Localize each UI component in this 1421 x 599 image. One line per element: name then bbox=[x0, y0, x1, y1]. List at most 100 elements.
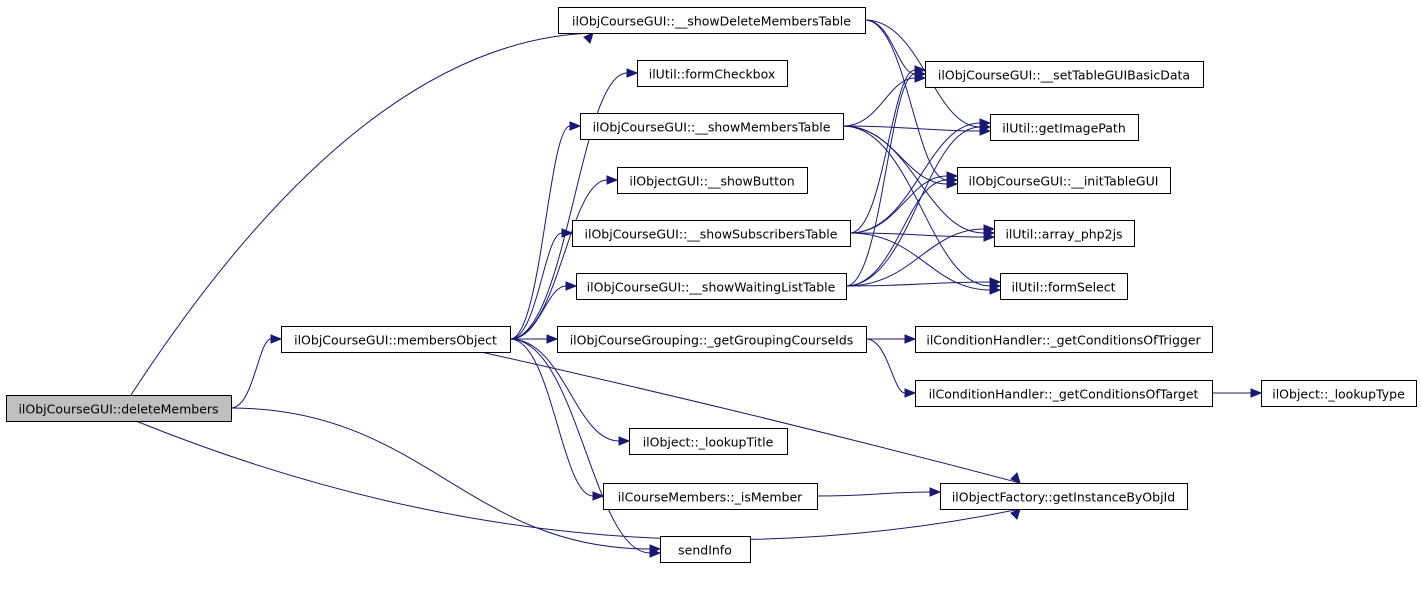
edge-members-object-to-get-instance-by-obj-id bbox=[480, 351, 1021, 484]
arrowhead-icon bbox=[569, 121, 582, 131]
edge-line bbox=[230, 407, 651, 550]
edge-show-subscribers-table-to-array-php2js bbox=[849, 232, 996, 242]
node-label: ilObjCourseGUI::__initTableGUI bbox=[969, 174, 1159, 189]
edge-members-object-to-show-subscribers-table bbox=[509, 228, 574, 340]
node-show-delete-members-table[interactable]: ilObjCourseGUI::__showDeleteMembersTable bbox=[558, 7, 866, 34]
edge-line bbox=[816, 491, 931, 497]
edge-line bbox=[849, 69, 916, 234]
node-label: ilObjectFactory::getInstanceByObjId bbox=[952, 490, 1175, 505]
edge-line bbox=[130, 32, 594, 396]
arrowhead-icon bbox=[565, 281, 578, 291]
edge-delete-members-to-get-instance-by-obj-id bbox=[135, 420, 1021, 541]
node-label: ilUtil::getImagePath bbox=[1002, 121, 1126, 136]
edge-line bbox=[849, 232, 985, 238]
node-show-members-table[interactable]: ilObjCourseGUI::__showMembersTable bbox=[580, 113, 844, 140]
edge-show-waiting-list-table-to-set-table-guibasic-data bbox=[845, 69, 927, 287]
node-label: ilObjectGUI::__showButton bbox=[629, 174, 794, 189]
arrowhead-icon bbox=[989, 285, 1002, 295]
node-get-conditions-of-target[interactable]: ilConditionHandler::_getConditionsOfTarg… bbox=[915, 380, 1213, 407]
edge-line bbox=[480, 351, 1021, 484]
node-label: ilUtil::formCheckbox bbox=[649, 67, 776, 82]
node-init-table-gui[interactable]: ilObjCourseGUI::__initTableGUI bbox=[957, 167, 1171, 194]
edge-line bbox=[509, 72, 628, 340]
edge-line bbox=[849, 175, 948, 234]
edge-get-grouping-course-ids-to-get-conditions-of-trigger bbox=[866, 334, 917, 344]
arrowhead-icon bbox=[270, 334, 283, 344]
edge-line bbox=[845, 179, 948, 287]
node-is-member[interactable]: ilCourseMembers::_isMember bbox=[603, 483, 818, 510]
node-delete-members[interactable]: ilObjCourseGUI::deleteMembers bbox=[6, 395, 232, 422]
arrowhead-icon bbox=[1250, 388, 1263, 398]
node-box bbox=[1000, 273, 1128, 300]
edge-line bbox=[842, 125, 981, 132]
node-box bbox=[660, 536, 751, 563]
arrowhead-icon bbox=[904, 334, 917, 344]
arrowhead-icon bbox=[592, 491, 605, 501]
node-label: ilObjCourseGUI::__showWaitingListTable bbox=[587, 280, 836, 295]
arrowhead-icon bbox=[561, 228, 574, 238]
arrowhead-icon bbox=[946, 175, 959, 185]
node-box bbox=[557, 326, 867, 353]
node-get-instance-by-obj-id[interactable]: ilObjectFactory::getInstanceByObjId bbox=[940, 483, 1188, 510]
arrowhead-icon bbox=[929, 487, 942, 497]
node-label: sendInfo bbox=[678, 543, 732, 558]
edge-line bbox=[864, 19, 948, 181]
edge-show-waiting-list-table-to-init-table-gui bbox=[845, 175, 959, 287]
node-set-table-guibasic-data[interactable]: ilObjCourseGUI::__setTableGUIBasicData bbox=[925, 61, 1204, 88]
edge-line bbox=[865, 338, 906, 394]
edges-layer bbox=[130, 19, 1263, 558]
node-box bbox=[558, 7, 866, 34]
node-lookup-type[interactable]: ilObject::_lookupType bbox=[1261, 380, 1417, 407]
node-box bbox=[6, 395, 232, 422]
node-show-waiting-list-table[interactable]: ilObjCourseGUI::__showWaitingListTable bbox=[576, 273, 847, 300]
node-box bbox=[957, 167, 1171, 194]
node-label: ilObjCourseGUI::deleteMembers bbox=[18, 402, 218, 417]
edge-delete-members-to-members-object bbox=[230, 334, 283, 409]
arrowhead-icon bbox=[649, 548, 662, 558]
node-members-object[interactable]: ilObjCourseGUI::membersObject bbox=[281, 326, 511, 353]
node-box bbox=[572, 220, 851, 247]
node-send-info[interactable]: sendInfo bbox=[660, 536, 751, 563]
edge-line bbox=[509, 338, 651, 554]
edge-line bbox=[509, 125, 571, 340]
edge-show-members-table-to-set-table-guibasic-data bbox=[842, 73, 927, 127]
node-box bbox=[603, 483, 818, 510]
edge-show-waiting-list-table-to-form-select bbox=[845, 277, 1002, 287]
arrowhead-icon bbox=[989, 277, 1002, 287]
node-box bbox=[994, 220, 1135, 247]
edge-delete-members-to-show-delete-members-table bbox=[130, 32, 594, 396]
node-label: ilObjCourseGUI::membersObject bbox=[294, 333, 497, 348]
node-lookup-title[interactable]: ilObject::_lookupTitle bbox=[629, 428, 788, 455]
edge-line bbox=[509, 338, 594, 497]
node-form-checkbox[interactable]: ilUtil::formCheckbox bbox=[637, 60, 788, 87]
node-get-conditions-of-trigger[interactable]: ilConditionHandler::_getConditionsOfTrig… bbox=[915, 326, 1213, 353]
node-get-grouping-course-ids[interactable]: ilObjCourseGrouping::_getGroupingCourseI… bbox=[557, 326, 867, 353]
edge-line bbox=[842, 125, 991, 287]
node-form-select[interactable]: ilUtil::formSelect bbox=[1000, 273, 1128, 300]
node-label: ilUtil::formSelect bbox=[1011, 280, 1115, 295]
arrowhead-icon bbox=[979, 122, 992, 132]
edge-members-object-to-show-waiting-list-table bbox=[509, 281, 578, 340]
arrowhead-icon bbox=[606, 175, 619, 185]
node-box bbox=[925, 61, 1204, 88]
node-array-php2js[interactable]: ilUtil::array_php2js bbox=[994, 220, 1135, 247]
edge-show-subscribers-table-to-form-select bbox=[849, 232, 1002, 295]
arrowhead-icon bbox=[626, 68, 639, 78]
node-show-button[interactable]: ilObjectGUI::__showButton bbox=[617, 167, 808, 194]
node-box bbox=[1261, 380, 1417, 407]
node-box bbox=[281, 326, 511, 353]
edge-line bbox=[845, 73, 916, 287]
edge-members-object-to-form-checkbox bbox=[509, 68, 639, 340]
edge-line bbox=[845, 281, 991, 287]
node-box bbox=[617, 167, 808, 194]
edge-members-object-to-show-members-table bbox=[509, 121, 582, 340]
node-get-image-path[interactable]: ilUtil::getImagePath bbox=[990, 114, 1139, 141]
edge-line bbox=[509, 232, 563, 340]
edge-line bbox=[135, 420, 1021, 541]
node-show-subscribers-table[interactable]: ilObjCourseGUI::__showSubscribersTable bbox=[572, 220, 851, 247]
edge-is-member-to-get-instance-by-obj-id bbox=[816, 487, 942, 497]
node-box bbox=[915, 326, 1213, 353]
node-label: ilCourseMembers::_isMember bbox=[618, 490, 803, 505]
arrowhead-icon bbox=[1010, 472, 1021, 484]
